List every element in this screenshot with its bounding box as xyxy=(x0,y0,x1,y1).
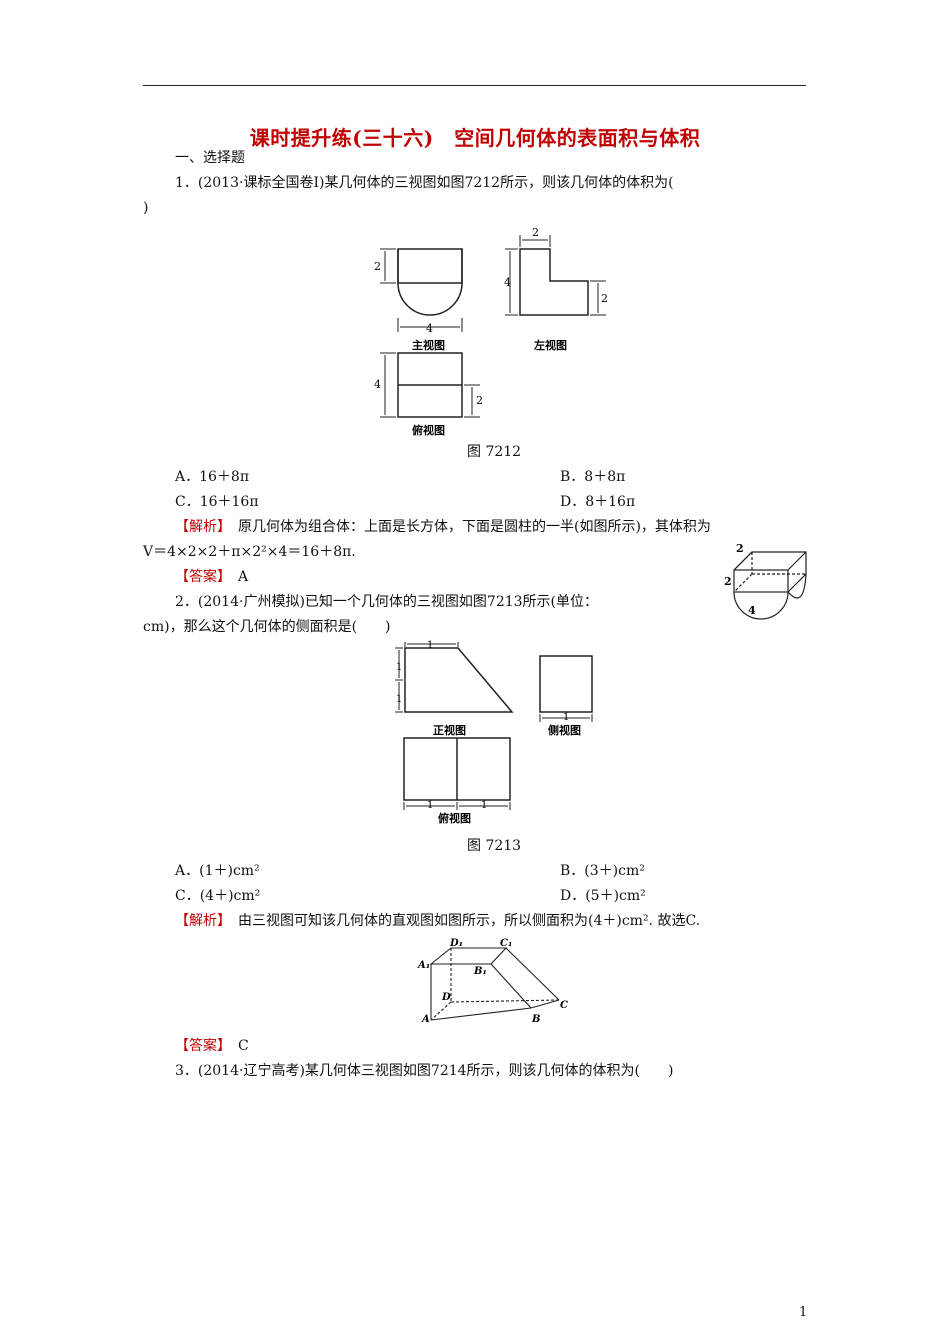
left-dim-2-top: 2 xyxy=(532,226,539,239)
q2-analysis: 【解析】 由三视图可知该几何体的直观图如图所示，所以侧面积为(4＋)cm². 故… xyxy=(175,911,700,931)
top-view-label: 俯视图 xyxy=(438,811,471,825)
top-dim-1-left: 1 xyxy=(427,800,433,811)
front-dim-4: 4 xyxy=(426,322,433,335)
q1-answer-value: A xyxy=(238,569,249,585)
front-view-label: 正视图 xyxy=(433,723,466,737)
q1-stem-cont: ) xyxy=(143,200,149,216)
q2-option-b: B．(3＋)cm² xyxy=(560,863,645,879)
front-dim-1-top: 1 xyxy=(427,640,433,651)
q2-analysis-text: 由三视图可知该几何体的直观图如图所示，所以侧面积为(4＋)cm². 故选C. xyxy=(238,913,701,929)
front-dim-2: 2 xyxy=(374,260,381,273)
q1-solid-figure: 2 2 4 xyxy=(724,542,807,620)
label-c: C xyxy=(560,1000,568,1011)
q2-solid-figure: D₁ C₁ A₁ B₁ D C A B xyxy=(417,938,568,1025)
figure-7213: 1 1 1 正视图 1 侧视图 1 1 俯视图 xyxy=(395,640,593,825)
solid-dim-4: 4 xyxy=(748,604,756,617)
label-a1: A₁ xyxy=(417,960,430,971)
q2-answer-value: C xyxy=(238,1038,249,1054)
analysis-tag: 【解析】 xyxy=(175,519,224,535)
solid-dim-2-side: 2 xyxy=(724,575,732,588)
left-view-label: 左视图 xyxy=(533,338,567,352)
side-view-label: 侧视图 xyxy=(548,723,581,737)
q1-option-c: C．16＋16π xyxy=(175,494,259,510)
top-view xyxy=(403,737,511,801)
page-title: 课时提升练(三十六) 空间几何体的表面积与体积 xyxy=(249,126,701,150)
label-b: B xyxy=(531,1014,540,1025)
top-dim-2: 2 xyxy=(476,394,483,407)
analysis-tag: 【解析】 xyxy=(175,913,224,929)
q2-option-d: D．(5＋)cm² xyxy=(560,888,646,904)
q1-answer: 【答案】 A xyxy=(175,567,248,587)
page-number: 1 xyxy=(799,1305,808,1320)
q1-option-b: B．8＋8π xyxy=(560,469,626,485)
q3-stem: 3．(2014·辽宁高考)某几何体三视图如图7214所示，则该几何体的体积为( … xyxy=(175,1063,674,1079)
top-view-label: 俯视图 xyxy=(412,423,445,437)
figure-7212-caption: 图 7212 xyxy=(467,444,522,460)
q2-stem-cont: cm)，那么这个几何体的侧面积是( ) xyxy=(143,619,391,635)
figure-7213-caption: 图 7213 xyxy=(467,838,522,854)
q2-option-c: C．(4＋)cm² xyxy=(175,888,261,904)
side-dim-1: 1 xyxy=(563,712,569,723)
header-rule xyxy=(143,85,806,86)
q1-analysis: 【解析】 原几何体为组合体：上面是长方体，下面是圆柱的一半(如图所示)，其体积为 xyxy=(175,517,711,537)
q1-analysis-text: 原几何体为组合体：上面是长方体，下面是圆柱的一半(如图所示)，其体积为 xyxy=(238,519,711,535)
top-view xyxy=(397,352,463,418)
front-dim-1-upper: 1 xyxy=(396,662,402,673)
left-dim-4: 4 xyxy=(504,276,511,289)
solid-dim-2-top: 2 xyxy=(736,542,744,555)
q1-option-a: A．16＋8π xyxy=(175,469,250,485)
left-view xyxy=(519,248,589,316)
answer-tag: 【答案】 xyxy=(175,569,224,585)
label-d: D xyxy=(441,992,451,1003)
side-view xyxy=(539,655,593,713)
q2-stem: 2．(2014·广州模拟)已知一个几何体的三视图如图7213所示(单位： xyxy=(175,594,598,610)
front-view xyxy=(404,647,514,713)
q1-stem: 1．(2013·课标全国卷Ⅰ)某几何体的三视图如图7212所示，则该几何体的体积… xyxy=(175,175,674,191)
q1-option-d: D．8＋16π xyxy=(560,494,636,510)
q2-option-a: A．(1＋)cm² xyxy=(175,863,260,879)
q1-analysis-formula: V＝4×2×2＋π×2²×4＝16＋8π. xyxy=(143,544,356,560)
top-dim-4: 4 xyxy=(374,378,381,391)
label-d1: D₁ xyxy=(449,938,463,949)
left-dim-2-right: 2 xyxy=(601,292,608,305)
section-heading: 一、选择题 xyxy=(175,150,245,166)
q2-answer: 【答案】 C xyxy=(175,1036,249,1056)
top-dim-1-right: 1 xyxy=(481,800,487,811)
front-view xyxy=(397,248,463,316)
answer-tag: 【答案】 xyxy=(175,1038,224,1054)
label-c1: C₁ xyxy=(500,938,512,949)
label-b1: B₁ xyxy=(473,966,487,977)
front-view-label: 主视图 xyxy=(412,338,445,352)
figure-7212: 2 4 主视图 2 4 2 左视图 4 2 俯视图 xyxy=(374,226,608,437)
label-a: A xyxy=(421,1014,430,1025)
front-dim-1-lower: 1 xyxy=(396,694,402,705)
